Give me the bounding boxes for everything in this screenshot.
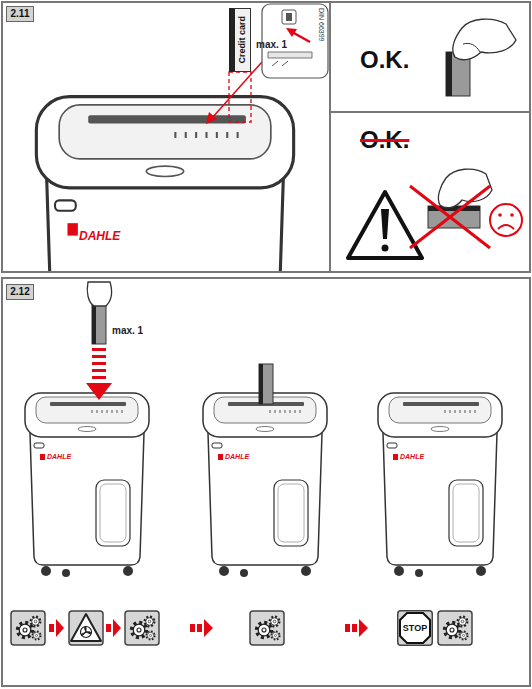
sad-face [498, 213, 502, 217]
card-slot-mark [286, 13, 292, 21]
cross-mark [410, 186, 490, 248]
gear-icon [250, 611, 284, 645]
shredder-drawing [203, 393, 327, 577]
card-stripe [446, 52, 452, 96]
credit-card: Credit card [229, 8, 251, 72]
hand [87, 282, 111, 306]
slot-detail [268, 52, 312, 58]
sad-face [510, 213, 514, 217]
sequence-arrow [49, 619, 64, 637]
gear-icon [125, 611, 159, 645]
icon-box [398, 611, 433, 646]
shredder-drawing [36, 97, 293, 271]
insert-arrow [86, 348, 112, 400]
sad-face [490, 204, 522, 236]
shredder-drawing [378, 393, 502, 577]
octagon-shape [400, 613, 430, 643]
figure-number: 2.12 [6, 284, 34, 300]
panel-divider [330, 111, 530, 113]
sequence-arrow [190, 619, 213, 637]
figure-number: 2.11 [6, 6, 34, 22]
step-note: max. 1 [256, 40, 287, 50]
card-slot-mark [282, 10, 296, 24]
callout-arrow [286, 28, 297, 37]
step-note: max. 1 [112, 326, 143, 336]
standard-marking: DIN 66399 [318, 8, 325, 41]
not-ok-caption: O.K. [360, 128, 409, 152]
card [428, 206, 480, 228]
card [259, 364, 273, 404]
hand [453, 19, 516, 60]
stop-text: STOP [403, 624, 427, 633]
sequence-arrow [345, 619, 368, 637]
cross-mark [410, 186, 490, 248]
sad-face [498, 225, 514, 229]
gear-icon [438, 611, 472, 645]
callout-arrow [292, 32, 310, 42]
slot-detail [272, 61, 288, 66]
fan-warning-icon [69, 611, 103, 645]
stop-sign: STOP [397, 610, 433, 646]
sequence-arrow [106, 619, 121, 637]
ok-caption: O.K. [360, 48, 409, 72]
warning-mark [381, 209, 389, 239]
shredder-drawing [25, 393, 149, 577]
card-stripe [259, 364, 263, 404]
brand-logo: DAHLE [79, 230, 120, 242]
gear-icon [11, 611, 45, 645]
figure-number-text: 2.12 [10, 287, 29, 297]
warning-mark [382, 245, 389, 252]
panel-divider [329, 2, 331, 272]
brand-logo: DAHLE [47, 453, 71, 460]
brand-logo: DAHLE [400, 453, 424, 460]
hand [463, 43, 480, 52]
card-text: Credit card [238, 16, 247, 64]
card-path-outline [229, 72, 251, 122]
hand [438, 169, 492, 208]
brand-logo: DAHLE [225, 453, 249, 460]
panel-frame [2, 278, 530, 686]
shredder-body [36, 97, 293, 271]
figure-number-text: 2.11 [11, 9, 30, 19]
leader-arrowhead [206, 112, 217, 124]
